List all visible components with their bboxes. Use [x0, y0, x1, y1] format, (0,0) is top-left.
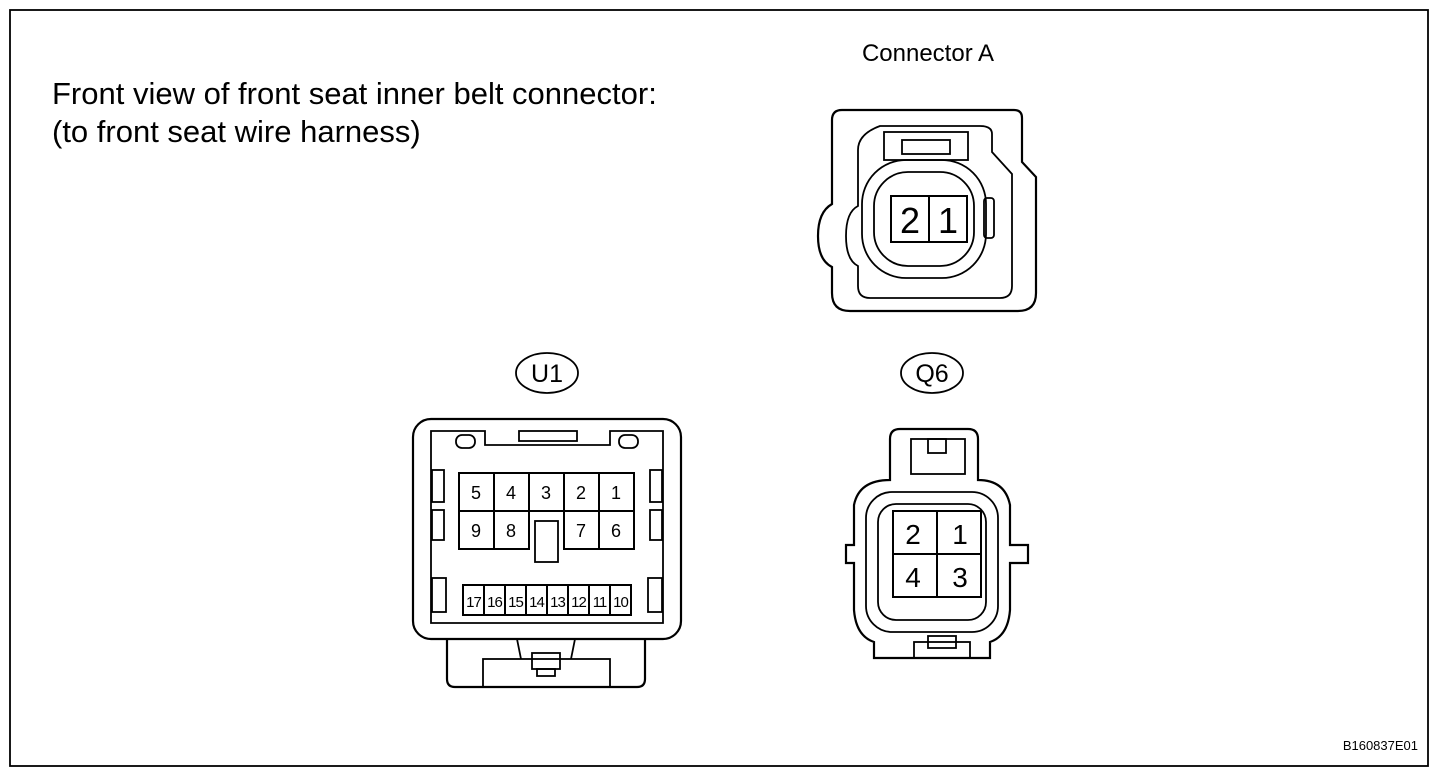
connector-u1-pin: 2 — [576, 483, 586, 503]
connector-u1-pin: 8 — [506, 521, 516, 541]
connector-u1-pin: 7 — [576, 521, 586, 541]
connector-u1-label: U1 — [531, 360, 563, 388]
connector-u1: U1 5 4 3 2 1 — [411, 352, 683, 689]
connector-u1-pin: 1 — [611, 483, 621, 503]
connector-u1-pin: 17 — [466, 594, 481, 611]
connector-u1-pin: 10 — [613, 594, 628, 611]
connector-u1-pin: 9 — [471, 521, 481, 541]
connector-u1-pin: 14 — [529, 594, 544, 611]
connector-a-label: Connector A — [862, 40, 994, 67]
connector-u1-pin: 13 — [550, 594, 565, 611]
diagram-title: Front view of front seat inner belt conn… — [52, 76, 657, 111]
connector-u1-pin: 12 — [571, 594, 586, 611]
connector-u1-pin: 3 — [541, 483, 551, 503]
connector-a-pin: 1 — [938, 200, 958, 241]
connector-u1-pin: 5 — [471, 483, 481, 503]
connector-u1-pin: 4 — [506, 483, 516, 503]
connector-u1-pin: 11 — [593, 594, 607, 611]
connector-u1-pin: 16 — [487, 594, 502, 611]
connector-q6-label: Q6 — [915, 360, 948, 388]
connector-q6-pin: 3 — [952, 562, 968, 593]
connector-a: Connector A 2 1 — [816, 40, 1038, 313]
connector-q6-pin: 2 — [905, 519, 921, 550]
connector-q6-pin: 1 — [952, 519, 968, 550]
connector-u1-pin: 6 — [611, 521, 621, 541]
connector-a-pin: 2 — [900, 200, 920, 241]
diagram-subtitle: (to front seat wire harness) — [52, 114, 421, 149]
connector-q6: Q6 2 1 4 3 — [844, 352, 1030, 660]
connector-u1-pin: 15 — [508, 594, 523, 611]
figure-id: B160837E01 — [1343, 738, 1418, 753]
diagram-frame — [9, 9, 1429, 767]
connector-q6-pin: 4 — [905, 562, 921, 593]
